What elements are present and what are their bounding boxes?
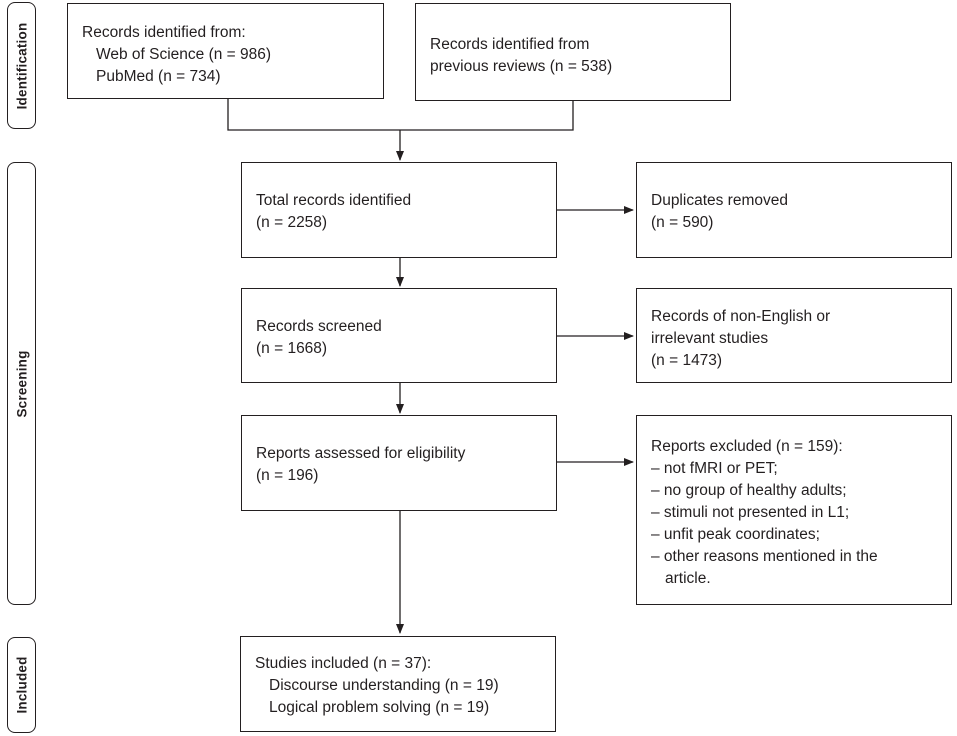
screened-line-1: Records screened <box>256 318 382 335</box>
previous-reviews-line-1: Records identified from <box>430 36 590 53</box>
included-line-2: Logical problem solving (n = 19) <box>269 699 490 716</box>
non-english-line-1: Records of non-English or <box>651 308 831 325</box>
merge-connector <box>227 99 574 131</box>
duplicates-line-1: Duplicates removed <box>651 192 788 209</box>
total-identified-line-2: (n = 2258) <box>256 214 328 231</box>
box-previous-reviews: Records identified from previous reviews… <box>415 3 731 101</box>
excluded-reason-5-cont: article. <box>665 570 711 587</box>
included-heading: Studies included (n = 37): <box>255 655 432 672</box>
excluded-reason-2: – no group of healthy adults; <box>651 482 847 499</box>
included-line-1: Discourse understanding (n = 19) <box>269 677 499 694</box>
databases-line-2: PubMed (n = 734) <box>96 68 221 85</box>
box-screened: Records screened (n = 1668) <box>241 288 557 383</box>
box-total-identified: Total records identified (n = 2258) <box>241 162 557 258</box>
stage-screening: Screening <box>7 162 36 605</box>
box-duplicates: Duplicates removed (n = 590) <box>636 162 952 258</box>
databases-line-1: Web of Science (n = 986) <box>96 46 272 63</box>
excluded-reason-1: – not fMRI or PET; <box>651 460 778 477</box>
box-non-english: Records of non-English or irrelevant stu… <box>636 288 952 383</box>
excluded-reason-3: – stimuli not presented in L1; <box>651 504 850 521</box>
stage-screening-label: Screening <box>14 349 29 418</box>
previous-reviews-line-2: previous reviews (n = 538) <box>430 58 613 75</box>
total-identified-line-1: Total records identified <box>256 192 412 209</box>
non-english-line-2: irrelevant studies <box>651 330 769 347</box>
duplicates-line-2: (n = 590) <box>651 214 714 231</box>
non-english-line-3: (n = 1473) <box>651 352 723 369</box>
box-included: Studies included (n = 37): Discourse und… <box>240 636 556 732</box>
stage-included-label: Included <box>14 656 29 714</box>
box-excluded: Reports excluded (n = 159): – not fMRI o… <box>636 415 952 605</box>
excluded-reason-5: – other reasons mentioned in the <box>651 548 878 565</box>
excluded-reason-4: – unfit peak coordinates; <box>651 526 820 543</box>
box-databases: Records identified from: Web of Science … <box>67 3 384 99</box>
excluded-heading: Reports excluded (n = 159): <box>651 438 843 455</box>
assessed-line-2: (n = 196) <box>256 467 319 484</box>
assessed-line-1: Reports assessed for eligibility <box>256 445 466 462</box>
databases-heading: Records identified from: <box>82 24 246 41</box>
screened-line-2: (n = 1668) <box>256 340 328 357</box>
stage-identification-label: Identification <box>14 22 29 109</box>
box-assessed: Reports assessed for eligibility (n = 19… <box>241 415 557 511</box>
stage-identification: Identification <box>7 2 36 129</box>
stage-included: Included <box>7 637 36 733</box>
